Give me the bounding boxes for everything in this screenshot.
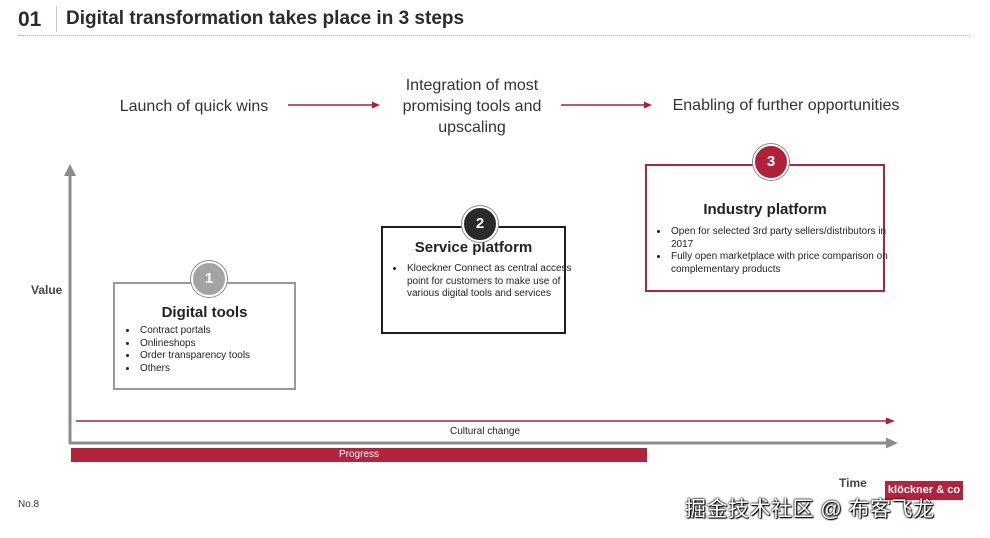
page-title: Digital transformation takes place in 3 … bbox=[66, 8, 465, 29]
x-axis-arrowhead bbox=[886, 437, 898, 449]
bullet-item: Kloeckner Connect as central access poin… bbox=[405, 263, 575, 301]
stage-box-service-platform: Service platform Kloeckner Connect as ce… bbox=[381, 226, 572, 334]
y-axis-label: Value bbox=[31, 283, 63, 297]
cultural-change-arrowhead bbox=[886, 417, 895, 425]
stage-title: Digital tools bbox=[161, 304, 248, 321]
step-label-1: Launch of quick wins bbox=[119, 98, 269, 115]
progress-bar: Progress bbox=[71, 448, 647, 462]
step-arrow-1-head bbox=[372, 101, 380, 109]
section-number: 01 bbox=[18, 8, 42, 31]
bullet-item: Open for selected 3rd party sellers/dist… bbox=[669, 226, 897, 251]
stage-title: Industry platform bbox=[703, 201, 827, 218]
header-rule bbox=[18, 35, 970, 36]
stage-badge-2: 2 bbox=[462, 206, 498, 242]
stage-bullets: Contract portals Onlineshops Order trans… bbox=[116, 325, 308, 375]
x-axis-label: Time bbox=[839, 476, 867, 490]
y-axis-arrowhead bbox=[64, 164, 76, 176]
stage-badge-1: 1 bbox=[191, 261, 227, 297]
step-label-2: Integration of most promising tools and … bbox=[402, 77, 542, 136]
stage-badge-3: 3 bbox=[753, 144, 789, 180]
stage-box-digital-tools: Digital tools Contract portals Onlinesho… bbox=[113, 282, 296, 390]
stage-box-industry-platform: Industry platform Open for selected 3rd … bbox=[645, 164, 888, 292]
stage-title: Service platform bbox=[414, 239, 533, 256]
bullet-item: Onlineshops bbox=[138, 338, 308, 351]
bullet-item: Order transparency tools bbox=[138, 350, 308, 363]
company-logo: klöckner & co bbox=[885, 481, 963, 500]
step-arrow-2-head bbox=[644, 101, 652, 109]
title-separator bbox=[56, 6, 57, 32]
bullet-item: Others bbox=[138, 363, 308, 376]
bullet-item: Fully open marketplace with price compar… bbox=[669, 251, 897, 276]
progress-label: Progress bbox=[338, 449, 379, 460]
stage-bullets: Open for selected 3rd party sellers/dist… bbox=[647, 226, 897, 276]
cultural-change-label: Cultural change bbox=[449, 426, 521, 437]
stage-bullets: Kloeckner Connect as central access poin… bbox=[383, 263, 575, 301]
page-number: No.8 bbox=[18, 499, 40, 510]
watermark: 掘金技术社区 @ 布客飞龙 bbox=[685, 498, 935, 521]
bullet-item: Contract portals bbox=[138, 325, 308, 338]
step-label-3: Enabling of further opportunities bbox=[672, 97, 900, 114]
